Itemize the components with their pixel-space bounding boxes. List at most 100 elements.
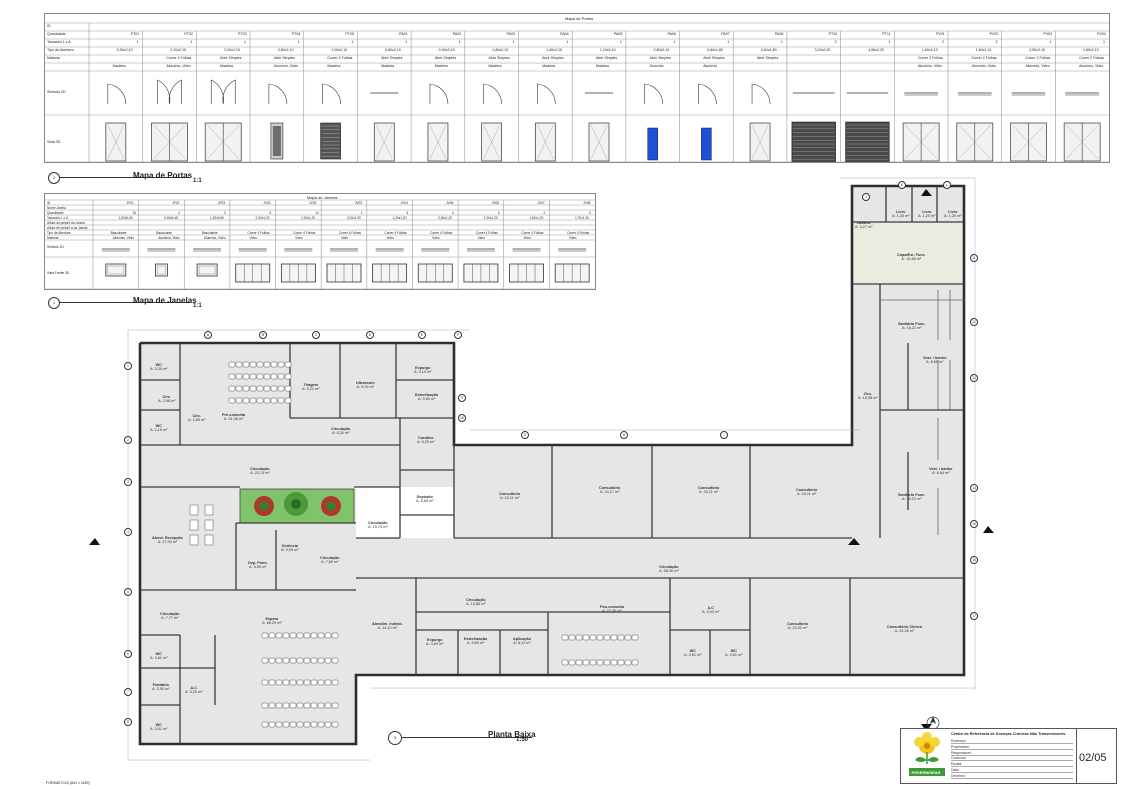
door-row-label: Quantidade — [47, 32, 66, 36]
view-title-text: Mapa de Portas — [133, 171, 193, 180]
window-size: 1,20x0,60 — [209, 215, 224, 220]
exterior-walls — [138, 184, 966, 746]
room-name: Circ. — [192, 414, 201, 418]
door-id: PA03 — [506, 32, 515, 36]
room-area: A: 3,61 m² — [150, 656, 168, 661]
room-area: A: 24,17 m² — [599, 490, 620, 495]
door-size: 0,90x2,10 — [116, 48, 133, 52]
window-qty: 10 — [132, 210, 137, 215]
window-material: Vidro — [386, 235, 394, 240]
view-title-scale: 1:50 — [516, 737, 529, 743]
window-size: 0,60x0,40 — [164, 215, 179, 220]
room-area: A: 9,26 m² — [356, 385, 375, 390]
window-id: JV06 — [491, 200, 499, 205]
window-id: JV02 — [309, 200, 317, 205]
window-schedule-grid — [45, 199, 595, 289]
window-qty: 2 — [178, 210, 181, 215]
door-material: Madeira — [434, 64, 448, 68]
axis-bubble: 2 — [124, 436, 132, 444]
room-area: A: 15,88 m² — [901, 257, 922, 262]
axis-bubble: B — [259, 331, 267, 339]
axis-bubble: C — [312, 331, 320, 339]
axis-bubble: J — [862, 193, 870, 201]
window-id: JF02 — [172, 200, 180, 205]
door-opening: Abrir Simples — [649, 56, 671, 60]
door-elevations — [105, 79, 1101, 162]
room-name: Dep. Farm. — [248, 561, 268, 565]
door-opening: Correr 2 Folhas — [971, 56, 997, 60]
door-size: 1,10x2,10 — [599, 48, 616, 52]
waiting-chairs — [189, 361, 639, 728]
room-name: WC — [155, 363, 162, 367]
window-opening: Basculante — [201, 230, 218, 235]
door-qty: 1 — [727, 40, 730, 44]
door-id: PV03 — [1043, 32, 1053, 36]
door-opening: Correr 2 Folhas — [1025, 56, 1051, 60]
door-material: Madeira — [542, 64, 556, 68]
door-opening: Abrir Simples — [595, 56, 618, 60]
room-name: Circ. — [162, 395, 171, 399]
door-qty: 1 — [1103, 40, 1105, 44]
door-id: PA07 — [721, 32, 730, 36]
window-opening: Correr 4 Folhas — [293, 230, 316, 235]
axis-bubble: 11 — [970, 254, 978, 262]
room-name: Atend. Recepção — [152, 536, 183, 540]
window-size: 2,00x1,20 — [255, 215, 270, 220]
window-id: JV04 — [400, 200, 408, 205]
axis-bubble: 4 — [124, 528, 132, 536]
window-row-label: Altura do peitoril da Janela — [47, 220, 85, 225]
room-name: Pós-consulta — [600, 605, 624, 609]
room-area: A: 7,69 m² — [320, 560, 339, 565]
axis-bubble: 8 — [124, 718, 132, 726]
window-schedule-title: Mapa de Janelas — [307, 195, 338, 200]
window-row-label: ID — [47, 200, 51, 205]
window-material: Vidro — [340, 235, 349, 240]
view-title-scale: 1:1 — [193, 178, 202, 184]
view-title-text: Mapa de Janelas — [133, 296, 197, 305]
axis-bubble: I — [720, 431, 728, 439]
axis-bubble: 9 — [458, 394, 466, 402]
window-qty: 6 — [269, 210, 272, 215]
door-material: Alumínio, Vidro — [1079, 64, 1104, 68]
door-opening: Correr 2 Folhas — [917, 56, 943, 60]
door-id: PA02 — [452, 32, 462, 36]
window-material: Alumínio, Vidro — [112, 235, 135, 240]
garden-courtyard — [239, 488, 355, 524]
room-area: A: 2,15 m² — [150, 428, 168, 433]
logo-text: PEDERNEIRAS — [911, 770, 941, 775]
room-area: A: 24,11 m² — [796, 492, 817, 497]
room-area: A: 3,61 m² — [725, 653, 743, 658]
room-area: A: 24,36 m² — [223, 417, 244, 422]
axis-bubble: E — [418, 331, 426, 339]
door-opening: Abrir Simples — [488, 56, 510, 60]
window-id: JF01 — [126, 200, 134, 205]
room-area: A: 23,74 m² — [250, 471, 270, 476]
door-opening: Correr 2 Folhas — [327, 56, 353, 60]
room-name: Consultório — [787, 622, 809, 626]
window-opening: Correr 4 Folhas — [430, 230, 453, 235]
service-zone — [852, 222, 964, 284]
logo-flower-icon — [905, 732, 949, 778]
room-label: Sanitário Func.A: 16,22 m² — [898, 493, 925, 502]
room-area: A: 3,60 m² — [417, 397, 436, 402]
door-opening: Correr 2 Folhas — [1079, 56, 1104, 60]
room-label: Circ.A: 15,38 m² — [858, 392, 878, 401]
door-id: PA05 — [613, 32, 623, 36]
window-opening: Correr 4 Folhas — [247, 230, 270, 235]
door-opening: Abrir Simples — [381, 56, 403, 60]
room-label: Copa/Est. Func.A: 15,88 m² — [897, 253, 926, 262]
room-area: A: 27,93 m² — [157, 540, 178, 545]
room-name: Expurgo — [415, 366, 431, 370]
